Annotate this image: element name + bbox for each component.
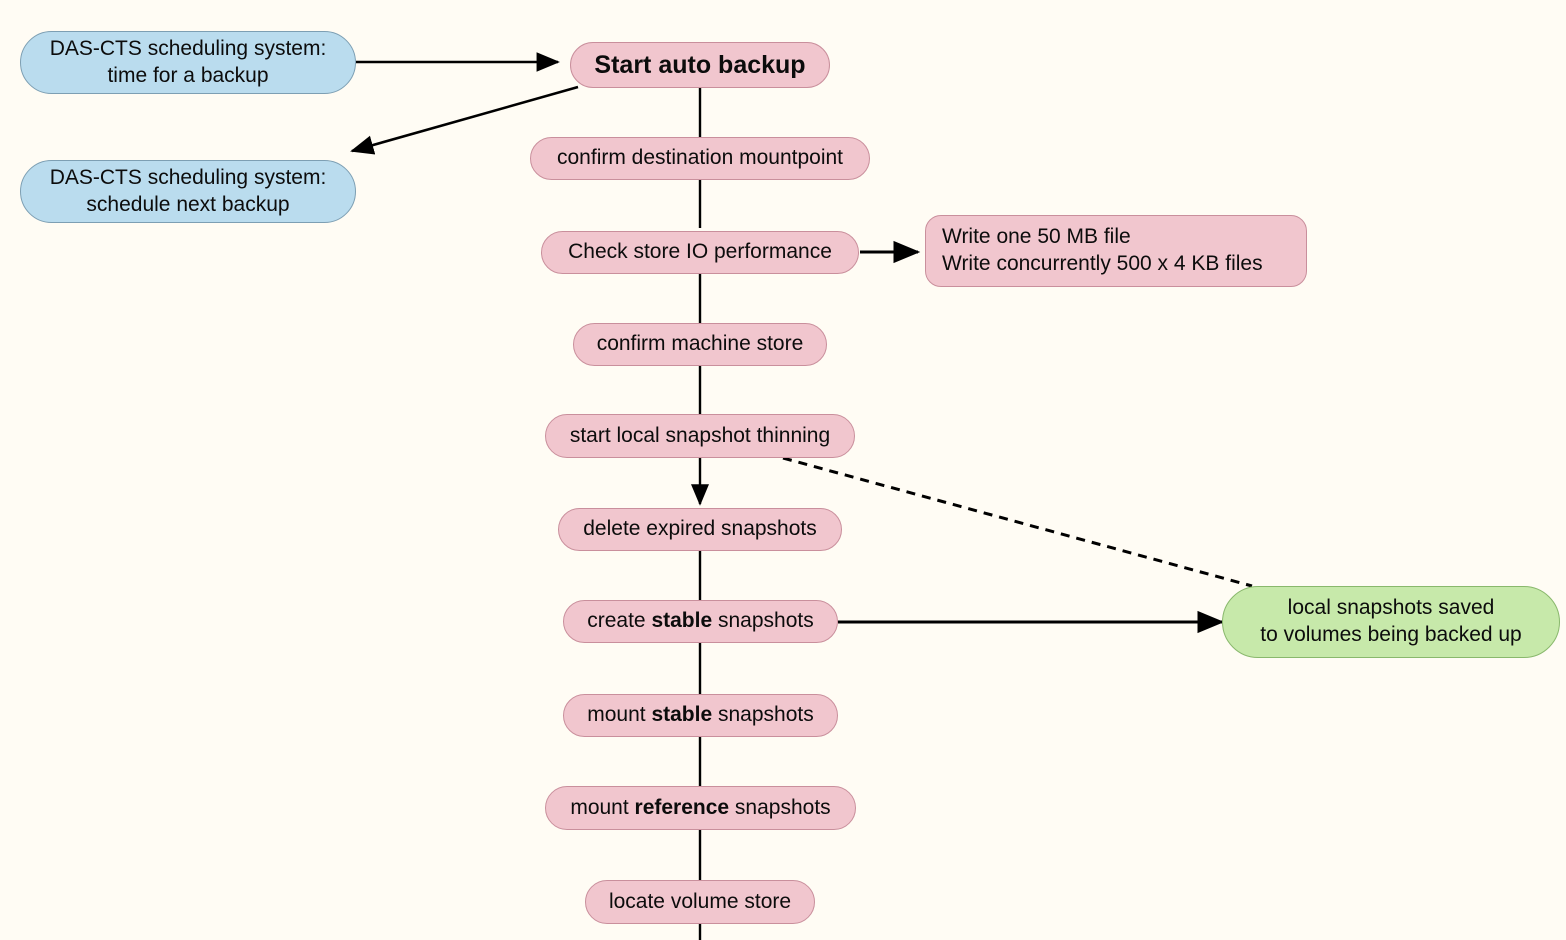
local-snapshots-line1: local snapshots saved	[1287, 596, 1495, 620]
node-scheduler-next[interactable]: DAS-CTS scheduling system: schedule next…	[20, 160, 356, 223]
mount-stable-label: mount stable snapshots	[587, 702, 813, 729]
create-stable-bold: stable	[651, 609, 713, 633]
io-detail-line1: Write one 50 MB file	[942, 225, 1131, 249]
create-stable-post: snapshots	[712, 609, 814, 633]
node-delete-expired-snapshots[interactable]: delete expired snapshots	[558, 508, 842, 551]
node-create-stable-snapshots[interactable]: create stable snapshots	[563, 600, 838, 643]
node-local-snapshots-saved[interactable]: local snapshots saved to volumes being ba…	[1222, 586, 1560, 658]
mount-reference-post: snapshots	[729, 795, 831, 819]
mount-reference-label: mount reference snapshots	[570, 795, 830, 822]
mount-stable-bold: stable	[651, 703, 713, 727]
node-start-auto-backup[interactable]: Start auto backup	[570, 42, 830, 88]
node-confirm-destination-mountpoint[interactable]: confirm destination mountpoint	[530, 137, 870, 180]
node-mount-reference-snapshots[interactable]: mount reference snapshots	[545, 786, 856, 830]
mount-reference-bold: reference	[634, 795, 730, 819]
node-mount-stable-snapshots[interactable]: mount stable snapshots	[563, 694, 838, 737]
mount-stable-post: snapshots	[712, 703, 814, 727]
local-snapshots-line2: to volumes being backed up	[1260, 623, 1522, 646]
io-detail-line2: Write concurrently 500 x 4 KB files	[942, 252, 1263, 275]
create-stable-label: create stable snapshots	[587, 608, 813, 635]
node-scheduler-time[interactable]: DAS-CTS scheduling system: time for a ba…	[20, 31, 356, 94]
mount-stable-pre: mount	[587, 703, 652, 727]
create-stable-pre: create	[587, 609, 652, 633]
node-confirm-machine-store[interactable]: confirm machine store	[573, 323, 827, 366]
node-start-local-snapshot-thinning[interactable]: start local snapshot thinning	[545, 414, 855, 458]
edge-thinning-to-local-snapshots-dashed	[782, 456, 1253, 588]
node-check-store-io-performance[interactable]: Check store IO performance	[541, 231, 859, 274]
local-snapshots-text: local snapshots saved to volumes being ba…	[1260, 595, 1522, 649]
node-locate-volume-store[interactable]: locate volume store	[585, 880, 815, 924]
mount-reference-pre: mount	[570, 795, 635, 819]
